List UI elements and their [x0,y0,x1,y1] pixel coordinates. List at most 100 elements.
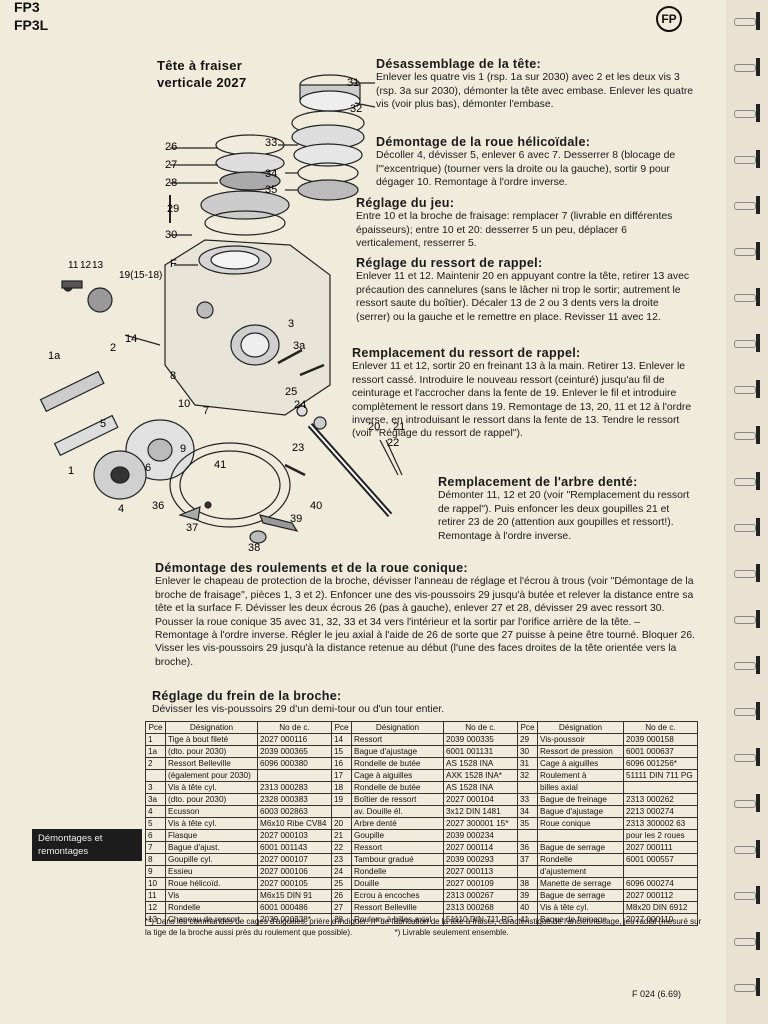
order-number: 2027 000112 [623,889,698,902]
part-designation: Ressort [351,841,444,854]
callout-40: 40 [310,500,323,512]
part-designation: (dto. pour 2030) [165,793,258,806]
part-designation: Bague de serrage [537,889,624,902]
part-designation: Ressort Belleville [351,901,444,914]
order-number: 51111 DIN 711 PG [623,769,698,782]
callout-33: 33 [265,137,278,149]
callout-7: 7 [203,405,210,417]
order-number [623,781,698,794]
part-designation: Vis [165,889,258,902]
order-number: AXK 1528 INA* [443,769,518,782]
section-title: Réglage du frein de la broche: [152,689,342,703]
callout-25: 25 [285,386,298,398]
part-number [331,805,352,818]
part-number: 34 [517,805,538,818]
part-designation: av. Douille él. [351,805,444,818]
model-label-fp3l: FP3L [14,17,49,33]
section-tab-line1: Démontages et [38,833,103,844]
part-number: 1a [145,745,166,758]
exploded-view-diagram [39,74,403,544]
order-number: 2313 000267 [443,889,518,902]
binding-coil [734,886,760,904]
footnote-2: *) Livrable seulement ensemble. [394,928,509,937]
part-number [517,865,538,878]
part-number: 3 [145,781,166,794]
part-number: 17 [331,769,352,782]
binding-coil [734,104,760,122]
binding-coil [734,380,760,398]
callout-32: 32 [350,103,363,115]
part-number: 21 [331,829,352,842]
col-header-pce: Pce [331,721,352,734]
order-number: 2039 000158 [623,733,698,746]
callout-22: 22 [387,437,400,449]
footnote-1: **) Dans les commandes de cages d'aiguil… [145,917,702,937]
callout-8: 8 [170,370,177,382]
binding-coil [734,656,760,674]
part-designation: Rondelle [165,901,258,914]
part-designation: Roue hélicoïd. [165,877,258,890]
part-designation: Ressort Belleville [165,757,258,770]
part-number: 38 [517,877,538,890]
part-designation: Goupille cyl. [165,853,258,866]
part-designation: d'ajustement [537,865,624,878]
callout-10: 10 [178,398,191,410]
part-number: 40 [517,901,538,914]
part-number: 27 [331,901,352,914]
section-tab: Démontages et remontages [32,829,142,861]
part-number [517,829,538,842]
order-number: 6001 000557 [623,853,698,866]
binding-coil [734,978,760,996]
callout-28: 28 [165,177,178,189]
page-id: F 024 (6.69) [632,989,682,999]
callout-35: 35 [265,184,278,196]
part-designation: Vis à tête cyl. [537,901,624,914]
section-reglage-jeu: Réglage du jeu: Entre 10 et la broche de… [356,196,694,251]
section-title: Réglage du jeu: [356,196,455,210]
callout-11: 11 [68,260,79,271]
order-number: M6x15 DIN 91 [257,889,332,902]
part-designation: Bague d'ajust. [165,841,258,854]
part-designation: Douille [351,877,444,890]
callout-26: 26 [165,141,178,153]
callout-30: 30 [165,229,178,241]
order-number: 2039 000234 [443,829,518,842]
part-number: 5 [145,817,166,830]
callout-1: 1 [68,465,75,477]
order-number: 6001 001131 [443,745,518,758]
order-number: 2328 000383 [257,793,332,806]
spiral-binding [726,0,768,1024]
section-body: Enlever le chapeau de protection de la b… [155,576,696,668]
order-number: 6096 001256* [623,757,698,770]
order-number: 2027 000104 [443,793,518,806]
section-title: Remplacement de l'arbre denté: [438,475,638,489]
part-designation: Boîtier de ressort [351,793,444,806]
section-body: Entre 10 et la broche de fraisage: rempl… [356,211,673,250]
part-number: 8 [145,853,166,866]
col-header-designation: Désignation [165,721,258,734]
part-number: 37 [517,853,538,866]
col-header-no: No de c. [623,721,698,734]
binding-coil [734,610,760,628]
part-number: 4 [145,805,166,818]
part-number: 24 [331,865,352,878]
section-title: Démontage de la roue hélicoïdale: [376,135,591,149]
part-designation [537,829,624,842]
part-designation: (également pour 2030) [165,769,258,782]
part-number [517,781,538,794]
order-number: 2027 000103 [257,829,332,842]
part-number: 16 [331,757,352,770]
part-designation: Roulement à [537,769,624,782]
part-number: 6 [145,829,166,842]
col-header-pce: Pce [517,721,538,734]
parts-table-header: Pce Désignation No de c. Pce Désignation… [145,721,698,734]
part-number: 25 [331,877,352,890]
